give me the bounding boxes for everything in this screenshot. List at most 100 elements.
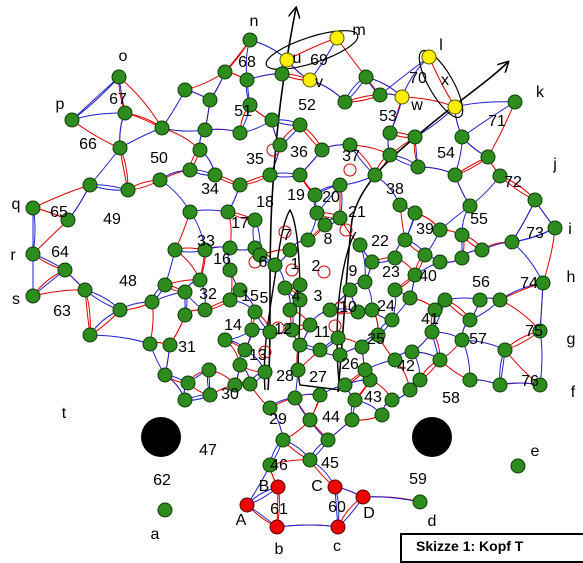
green-node xyxy=(242,376,258,392)
letter-label-m: m xyxy=(352,22,365,39)
green-node xyxy=(144,294,160,310)
node-label-10: 10 xyxy=(339,299,357,316)
green-node xyxy=(182,162,198,178)
green-node xyxy=(397,232,413,248)
green-node xyxy=(167,242,183,258)
node-label-25: 25 xyxy=(367,331,385,348)
green-node xyxy=(262,400,278,416)
green-node xyxy=(292,277,308,293)
green-node xyxy=(535,275,551,291)
green-node xyxy=(287,390,303,406)
empty-node xyxy=(328,319,342,333)
green-node xyxy=(292,292,308,308)
green-node xyxy=(312,387,328,403)
red-node xyxy=(270,479,286,495)
yellow-node xyxy=(447,99,463,115)
node-label-18: 18 xyxy=(256,194,274,211)
node-label-23: 23 xyxy=(382,264,400,281)
red-node xyxy=(239,497,255,513)
green-node xyxy=(407,205,423,221)
green-node xyxy=(344,412,360,428)
green-node xyxy=(192,272,208,288)
green-node xyxy=(312,342,328,358)
node-label-72: 72 xyxy=(504,174,522,191)
letter-label-e: e xyxy=(531,443,540,460)
green-node xyxy=(320,432,336,448)
green-node xyxy=(162,337,178,353)
empty-node xyxy=(339,223,353,237)
node-label-65: 65 xyxy=(50,204,68,221)
green-node xyxy=(332,347,348,363)
node-label-53: 53 xyxy=(379,108,397,125)
node-label-19: 19 xyxy=(287,187,305,204)
node-label-38: 38 xyxy=(386,181,404,198)
node-label-55: 55 xyxy=(470,211,488,228)
letter-label-q: q xyxy=(12,196,21,213)
figure-caption: Skizze 1: Kopf T xyxy=(400,533,583,563)
green-node xyxy=(492,168,508,184)
letter-label-l: l xyxy=(439,37,443,54)
node-label-40: 40 xyxy=(419,268,437,285)
green-node xyxy=(364,254,380,270)
green-node xyxy=(237,342,253,358)
letter-label-t: t xyxy=(62,405,67,422)
node-markers xyxy=(25,30,563,535)
green-node xyxy=(120,182,136,198)
node-label-2: 2 xyxy=(312,258,321,275)
green-node xyxy=(202,387,218,403)
green-node xyxy=(154,120,170,136)
green-node xyxy=(437,292,453,308)
letter-label-B: B xyxy=(259,478,270,495)
letter-label-n: n xyxy=(250,13,259,30)
green-node xyxy=(60,212,76,228)
letter-label-c: c xyxy=(333,538,341,555)
green-node xyxy=(262,324,278,340)
green-node xyxy=(497,342,513,358)
green-node xyxy=(272,137,288,153)
green-node xyxy=(357,274,373,290)
node-label-28: 28 xyxy=(276,368,294,385)
node-label-27: 27 xyxy=(309,369,327,386)
node-label-20: 20 xyxy=(322,189,340,206)
yellow-node xyxy=(302,72,318,88)
letter-label-u: u xyxy=(293,50,302,67)
green-node xyxy=(384,392,400,408)
green-node xyxy=(527,192,543,208)
green-node xyxy=(274,66,290,82)
green-node xyxy=(222,262,238,278)
green-node xyxy=(222,240,238,256)
green-node xyxy=(330,330,346,346)
node-label-60: 60 xyxy=(328,499,346,516)
green-node xyxy=(25,246,41,262)
node-label-52: 52 xyxy=(298,97,316,114)
node-label-17: 17 xyxy=(231,215,249,232)
node-label-6: 6 xyxy=(259,254,268,271)
yellow-node xyxy=(279,52,295,68)
node-label-74: 74 xyxy=(520,275,538,292)
node-label-3: 3 xyxy=(314,288,323,305)
node-label-41: 41 xyxy=(421,311,439,328)
node-label-61: 61 xyxy=(270,501,288,518)
node-label-32: 32 xyxy=(199,286,217,303)
node-label-75: 75 xyxy=(525,323,543,340)
green-node xyxy=(292,117,308,133)
letter-label-h: h xyxy=(567,269,576,286)
meridian-segment xyxy=(89,334,151,345)
green-node xyxy=(284,322,300,338)
green-node xyxy=(432,222,448,238)
node-label-36: 36 xyxy=(290,144,308,161)
green-node xyxy=(417,247,433,263)
letter-label-k: k xyxy=(536,84,545,101)
green-node xyxy=(314,142,330,158)
green-node xyxy=(332,177,348,193)
green-node xyxy=(157,502,173,518)
node-label-56: 56 xyxy=(472,274,490,291)
green-node xyxy=(337,94,353,110)
outline-l-x xyxy=(418,49,464,119)
green-node xyxy=(302,412,318,428)
red-node xyxy=(355,489,371,505)
green-node xyxy=(404,344,420,360)
green-node xyxy=(177,307,193,323)
green-node xyxy=(25,200,41,216)
